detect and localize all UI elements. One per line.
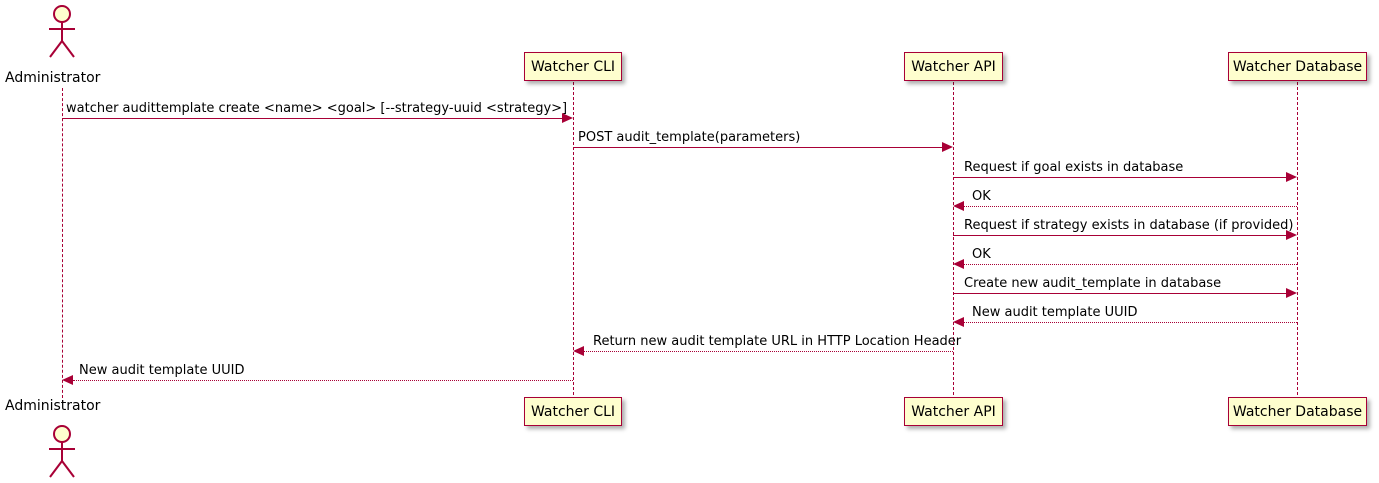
message-label-3: Request if goal exists in database <box>964 160 1184 175</box>
participant-label-watcher-api-top: Watcher API <box>911 58 996 75</box>
message-line-4 <box>964 206 1297 207</box>
lifeline-watcher-database <box>1297 82 1298 395</box>
message-label-6: OK <box>972 247 991 262</box>
actor-label-administrator-bottom: Administrator <box>5 398 101 414</box>
message-arrowhead-7 <box>1286 288 1297 298</box>
message-label-10: New audit template UUID <box>79 363 245 378</box>
message-line-5 <box>953 235 1286 236</box>
message-line-1 <box>62 118 562 119</box>
message-arrowhead-4 <box>953 201 964 211</box>
message-line-7 <box>953 293 1286 294</box>
participant-label-watcher-cli-top: Watcher CLI <box>530 58 616 75</box>
participant-box-watcher-cli-bottom[interactable]: Watcher CLI <box>524 397 622 426</box>
participant-label-watcher-database-bottom: Watcher Database <box>1232 403 1363 420</box>
actor-administrator-bottom <box>49 425 75 478</box>
message-label-4: OK <box>972 189 991 204</box>
message-line-6 <box>964 264 1297 265</box>
participant-box-watcher-api-bottom[interactable]: Watcher API <box>904 397 1003 426</box>
message-label-7: Create new audit_template in database <box>964 276 1222 291</box>
message-label-1: watcher audittemplate create <name> <goa… <box>66 101 568 116</box>
lifeline-watcher-api <box>953 82 954 395</box>
message-line-9 <box>584 351 953 352</box>
participant-label-watcher-api-bottom: Watcher API <box>911 403 996 420</box>
message-line-2 <box>573 147 942 148</box>
participant-box-watcher-database-bottom[interactable]: Watcher Database <box>1228 397 1367 426</box>
message-line-8 <box>964 322 1297 323</box>
message-arrowhead-1 <box>562 113 573 123</box>
lifeline-administrator <box>62 88 63 403</box>
message-line-3 <box>953 177 1286 178</box>
participant-box-watcher-api-top[interactable]: Watcher API <box>904 52 1003 81</box>
message-arrowhead-2 <box>942 142 953 152</box>
message-arrowhead-9 <box>573 346 584 356</box>
message-arrowhead-5 <box>1286 230 1297 240</box>
participant-label-watcher-database-top: Watcher Database <box>1232 58 1363 75</box>
participant-box-watcher-database-top[interactable]: Watcher Database <box>1228 52 1367 81</box>
message-label-5: Request if strategy exists in database (… <box>964 218 1294 233</box>
lifeline-watcher-cli <box>573 82 574 395</box>
message-arrowhead-8 <box>953 317 964 327</box>
message-line-10 <box>73 380 573 381</box>
message-label-2: POST audit_template(parameters) <box>578 130 801 145</box>
actor-administrator-top <box>49 5 75 58</box>
participant-box-watcher-cli-top[interactable]: Watcher CLI <box>524 52 622 81</box>
actor-label-administrator-top: Administrator <box>5 70 101 86</box>
message-label-9: Return new audit template URL in HTTP Lo… <box>593 334 962 349</box>
message-label-8: New audit template UUID <box>972 305 1138 320</box>
participant-label-watcher-cli-bottom: Watcher CLI <box>530 403 616 420</box>
message-arrowhead-10 <box>62 375 73 385</box>
message-arrowhead-3 <box>1286 172 1297 182</box>
message-arrowhead-6 <box>953 259 964 269</box>
